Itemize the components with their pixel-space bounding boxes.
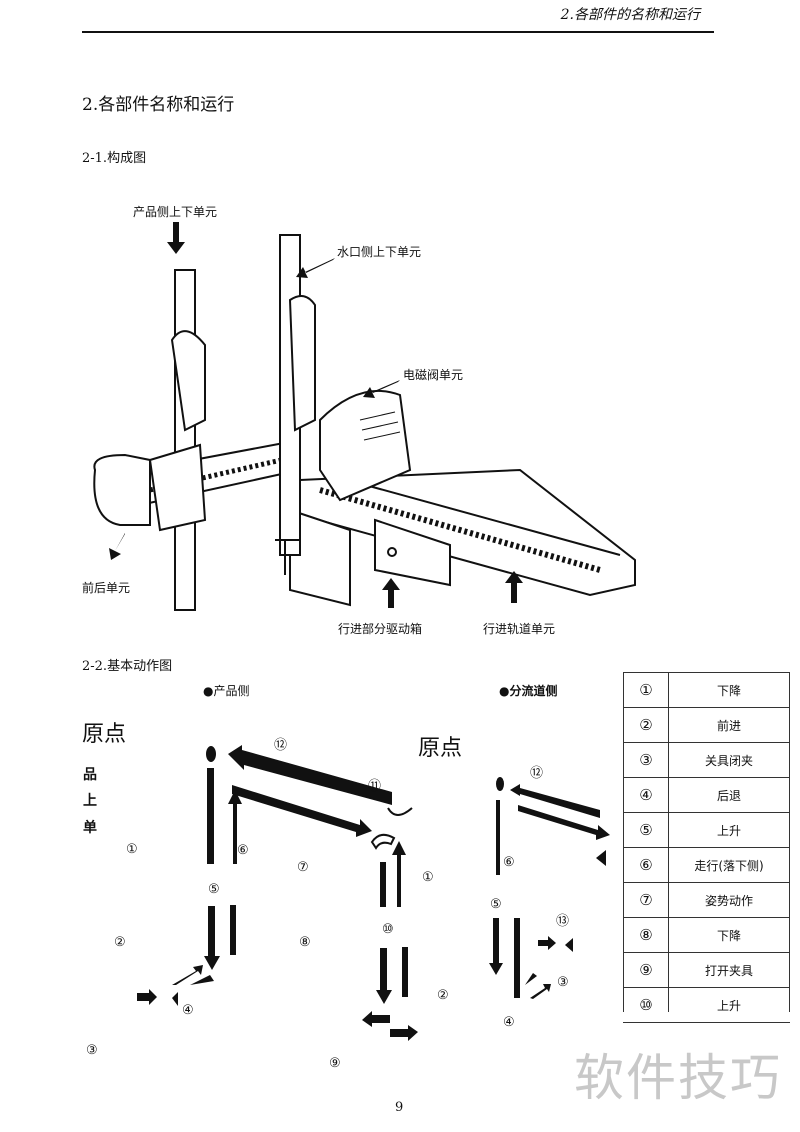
step-action: 下降 bbox=[668, 672, 790, 708]
step-number: ⑤ bbox=[623, 812, 669, 848]
marker-2b: ② bbox=[437, 988, 449, 1003]
running-header: 2.各部件的名称和运行 bbox=[560, 7, 700, 23]
marker-3b: ③ bbox=[557, 975, 569, 990]
marker-6b: ⑥ bbox=[503, 855, 515, 870]
marker-13: ⑬ bbox=[556, 914, 570, 929]
marker-11: ⑪ bbox=[368, 779, 382, 794]
runner-side-label: ●分流道侧 bbox=[499, 684, 558, 698]
label-rail-unit: 行进轨道单元 bbox=[483, 622, 556, 636]
origin-label-left: 原点 bbox=[82, 722, 127, 747]
step-action: 前进 bbox=[668, 707, 790, 743]
step-number: ① bbox=[623, 672, 669, 708]
step-action: 姿势动作 bbox=[668, 882, 790, 918]
step-number: ⑥ bbox=[623, 847, 669, 883]
step-number: ④ bbox=[623, 777, 669, 813]
label-runner-updown-unit: 水口侧上下单元 bbox=[337, 245, 422, 259]
marker-12b: ⑫ bbox=[530, 766, 544, 781]
subsection-title-structure: 2-1.构成图 bbox=[82, 151, 147, 166]
marker-5b: ⑤ bbox=[490, 897, 502, 912]
step-action: 上升 bbox=[668, 812, 790, 848]
marker-4: ④ bbox=[182, 1003, 194, 1018]
marker-7: ⑦ bbox=[297, 860, 309, 875]
marker-12: ⑫ bbox=[274, 738, 288, 753]
marker-5: ⑤ bbox=[208, 882, 220, 897]
marker-8: ⑧ bbox=[299, 935, 311, 950]
step-number: ⑦ bbox=[623, 882, 669, 918]
step-action: 走行(落下侧) bbox=[668, 847, 790, 883]
header-rule bbox=[82, 31, 714, 33]
vertical-text-2: 上 bbox=[83, 793, 97, 809]
watermark: 软件技巧 bbox=[574, 1049, 782, 1107]
origin-label-right: 原点 bbox=[418, 736, 463, 761]
vertical-text-3: 单 bbox=[83, 820, 97, 836]
step-action: 下降 bbox=[668, 917, 790, 953]
label-drive-box: 行进部分驱动箱 bbox=[338, 622, 423, 636]
subsection-title-motion: 2-2.基本动作图 bbox=[82, 659, 173, 674]
step-action: 打开夹具 bbox=[668, 952, 790, 988]
figure-label-arrows bbox=[109, 222, 523, 608]
page-number: 9 bbox=[395, 1100, 404, 1115]
label-product-updown-unit: 产品侧上下单元 bbox=[133, 205, 218, 219]
marker-1b: ① bbox=[422, 870, 434, 885]
step-number: ② bbox=[623, 707, 669, 743]
section-title: 2.各部件名称和运行 bbox=[82, 95, 235, 115]
label-front-back-unit: 前后单元 bbox=[82, 581, 131, 595]
label-solenoid-unit: 电磁阀单元 bbox=[403, 368, 464, 382]
table-cutoff bbox=[620, 1012, 800, 1022]
marker-3: ③ bbox=[86, 1043, 98, 1058]
step-action: 关具闭夹 bbox=[668, 742, 790, 778]
step-action: 后退 bbox=[668, 777, 790, 813]
marker-2: ② bbox=[114, 935, 126, 950]
step-number: ③ bbox=[623, 742, 669, 778]
marker-9: ⑨ bbox=[329, 1056, 341, 1071]
vertical-text-1: 品 bbox=[83, 767, 97, 783]
marker-10: ⑩ bbox=[382, 922, 394, 937]
marker-1: ① bbox=[126, 842, 138, 857]
marker-4b: ④ bbox=[503, 1015, 515, 1030]
step-number: ⑨ bbox=[623, 952, 669, 988]
marker-6: ⑥ bbox=[237, 843, 249, 858]
step-number: ⑧ bbox=[623, 917, 669, 953]
product-side-label: ●产品侧 bbox=[203, 684, 250, 698]
